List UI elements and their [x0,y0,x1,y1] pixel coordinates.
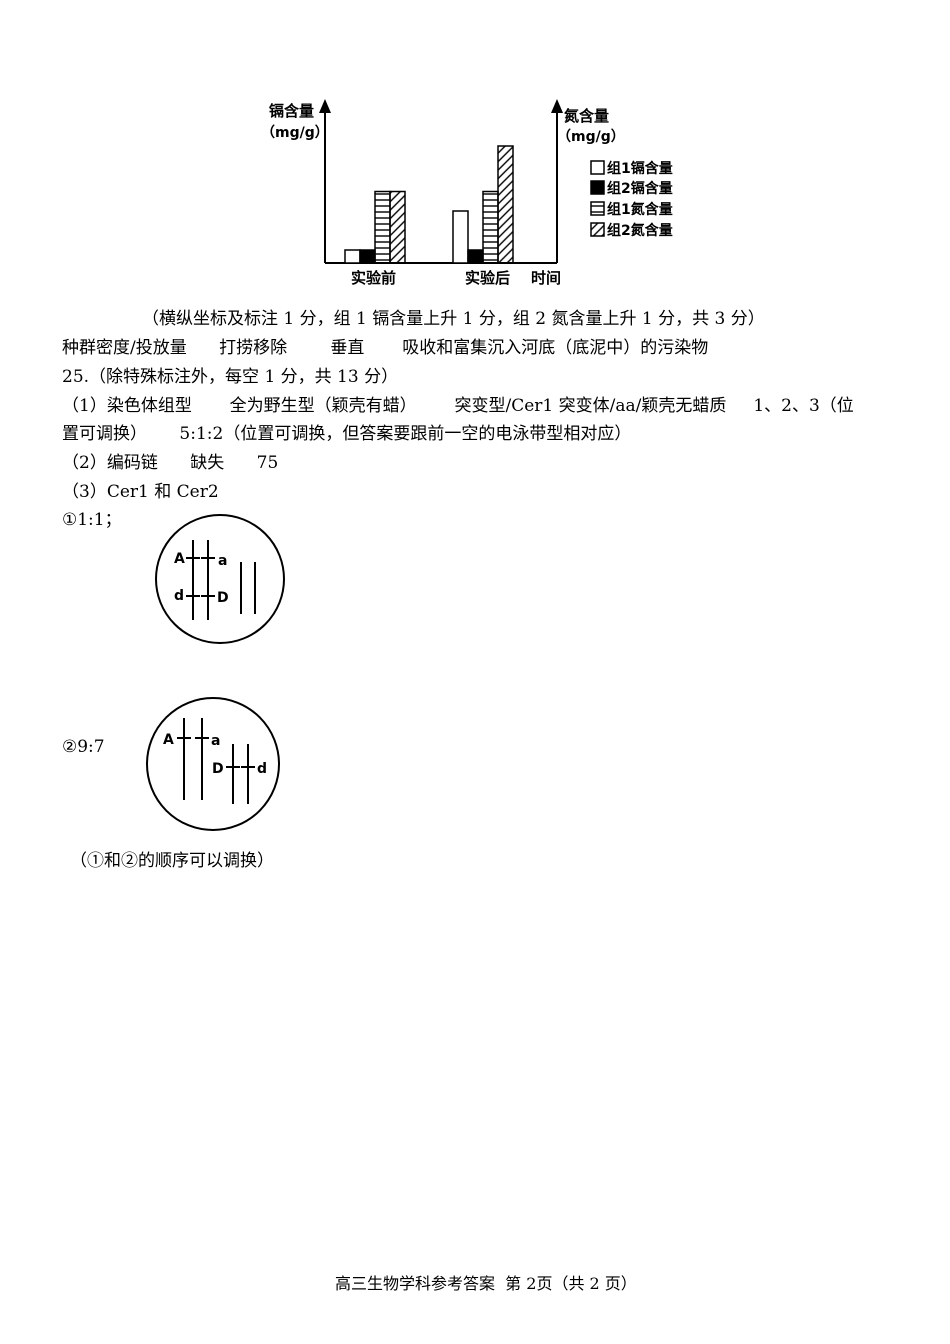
bar-组1氮含量-实验后 [482,190,499,264]
legend-label-group1-n: 组1氮含量 [607,201,673,218]
cell-diagram-2: A a D d [146,697,280,831]
allele-label: A [174,551,185,567]
legend-swatch-group2-n [590,222,605,237]
right-axis-unit: （mg/g） [557,129,625,145]
bar-组2氮含量-实验后 [497,145,514,264]
cadmium-nitrogen-chart: 镉含量 （mg/g） 氮含量 （mg/g） 时间 实验前 实验后 组1镉含量 组… [261,99,673,287]
legend-swatch-group1-cd [590,160,605,175]
x-axis-label: 时间 [531,269,561,287]
ratio-2: ②9:7 [62,737,105,757]
legend-label-group2-cd: 组2镉含量 [607,180,673,197]
question-25-part1-line1: （1）染色体组型 全为野生型（颖壳有蜡） 突变型/Cer1 突变体/aa/颖壳无… [62,396,854,416]
left-axis-arrow [319,99,331,113]
bar-group [344,145,514,264]
allele-label: a [211,733,220,749]
allele-label: A [163,732,174,748]
bar-组2镉含量-实验前 [359,249,376,264]
grading-note: （横纵坐标及标注 1 分，组 1 镉含量上升 1 分，组 2 氮含量上升 1 分… [142,309,765,329]
bar-组2氮含量-实验前 [389,190,406,264]
cell-outline [155,514,285,644]
left-axis-label: 镉含量 [269,102,314,120]
answer-line-24: 种群密度/投放量 打捞移除 垂直 吸收和富集沉入河底（底泥中）的污染物 [62,338,709,358]
category-label-before: 实验前 [351,269,396,287]
right-axis-label: 氮含量 [564,107,609,125]
bar-组1氮含量-实验前 [374,190,391,264]
order-note: （①和②的顺序可以调换） [70,851,274,871]
question-25-part3: （3）Cer1 和 Cer2 [62,482,219,502]
ratio-1: ①1:1； [62,510,122,530]
allele-label: D [212,761,224,777]
allele-label: D [217,590,229,606]
bar-组2镉含量-实验后 [467,249,484,264]
cell-diagram-1: A a d D [155,514,285,644]
question-25-part1-line2: 置可调换） 5:1:2（位置可调换，但答案要跟前一空的电泳带型相对应） [62,424,632,444]
allele-label: a [218,553,227,569]
question-25-header: 25.（除特殊标注外，每空 1 分，共 13 分） [62,367,399,387]
cell-outline [146,697,280,831]
bar-组1镉含量-实验后 [452,210,469,264]
legend-swatch-group1-n [590,201,605,216]
right-axis-arrow [551,99,563,113]
allele-label: d [257,761,267,777]
left-axis-unit: （mg/g） [261,125,329,141]
bar-组1镉含量-实验前 [344,249,361,264]
question-25-part2: （2）编码链 缺失 75 [62,453,279,473]
legend-swatch-group2-cd [590,180,605,195]
page-footer: 高三生物学科参考答案 第 2页（共 2 页） [335,1274,637,1293]
legend: 组1镉含量 组2镉含量 组1氮含量 组2氮含量 [590,160,673,239]
legend-label-group1-cd: 组1镉含量 [607,160,673,177]
category-label-after: 实验后 [465,269,510,287]
legend-label-group2-n: 组2氮含量 [607,222,673,239]
allele-label: d [174,588,184,604]
